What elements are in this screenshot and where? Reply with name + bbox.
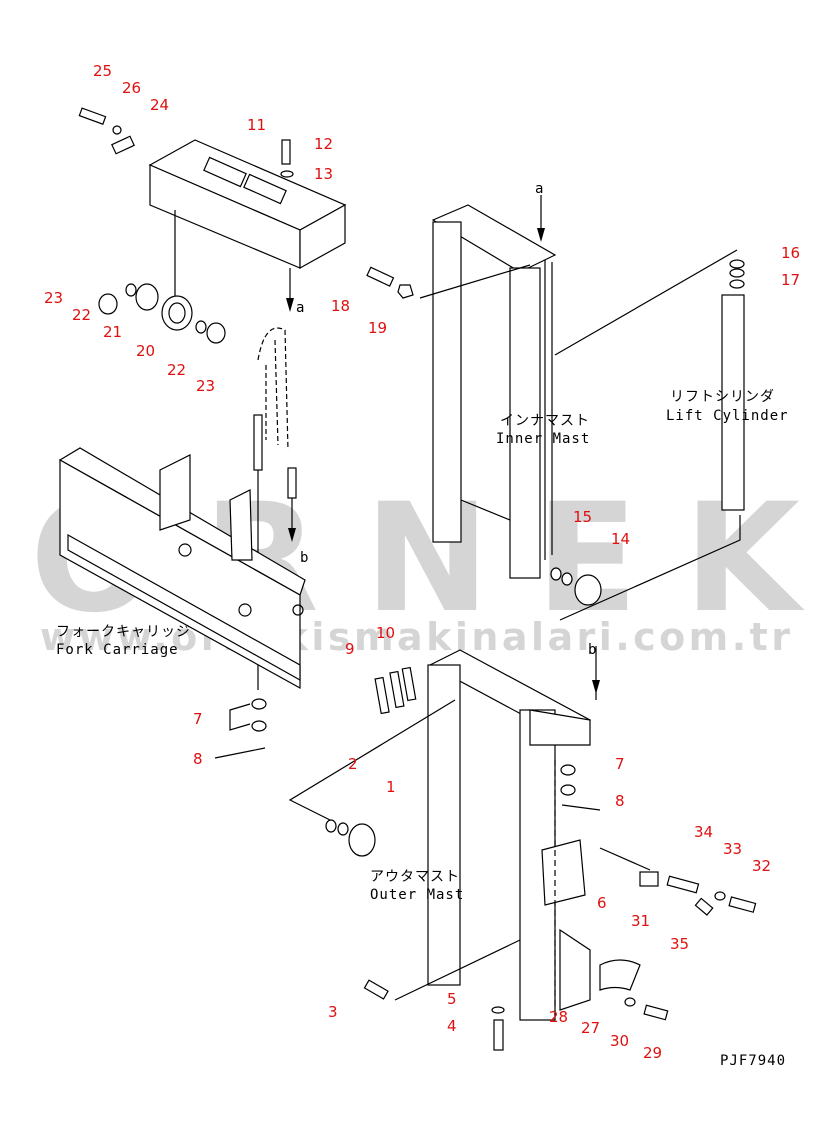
ref-b-mast: b xyxy=(588,642,597,658)
part-number-24: 24 xyxy=(150,96,169,114)
part-number-7: 7 xyxy=(193,710,203,728)
part-number-26: 26 xyxy=(122,79,141,97)
part-number-6: 6 xyxy=(597,894,607,912)
bolts-washers-top xyxy=(78,107,294,344)
part-number-5: 5 xyxy=(447,990,457,1008)
fork-carriage-label-en: Fork Carriage xyxy=(56,642,179,658)
part-number-27: 27 xyxy=(581,1019,600,1037)
inner-mast-label-en: Inner Mast xyxy=(496,431,590,447)
part-number-20: 20 xyxy=(136,342,155,360)
part-number-7: 7 xyxy=(615,755,625,773)
part-number-4: 4 xyxy=(447,1017,457,1035)
part-number-12: 12 xyxy=(314,135,333,153)
parts-right-lower xyxy=(363,764,757,1051)
part-number-8: 8 xyxy=(193,750,203,768)
lift-cylinder xyxy=(554,249,745,621)
part-number-2: 2 xyxy=(348,755,358,773)
part-number-8: 8 xyxy=(615,792,625,810)
inner-mast xyxy=(419,195,557,579)
part-number-31: 31 xyxy=(631,912,650,930)
part-number-16: 16 xyxy=(781,244,800,262)
part-number-22: 22 xyxy=(72,306,91,324)
inner-mast-label-jp: インナマスト xyxy=(500,413,590,429)
part-number-11: 11 xyxy=(247,116,266,134)
roller-14-15 xyxy=(550,567,602,606)
part-number-14: 14 xyxy=(611,530,630,548)
part-number-35: 35 xyxy=(670,935,689,953)
lift-cylinder-label-en: Lift Cylinder xyxy=(666,408,789,424)
drawing-code: PJF7940 xyxy=(720,1053,786,1069)
part-number-19: 19 xyxy=(368,319,387,337)
part-number-23: 23 xyxy=(196,377,215,395)
ref-a-mast: a xyxy=(535,181,544,197)
part-number-34: 34 xyxy=(694,823,713,841)
shims-9-10 xyxy=(374,666,417,715)
ref-b-chain: b xyxy=(300,550,309,566)
part-number-17: 17 xyxy=(781,271,800,289)
outer-mast-label-en: Outer Mast xyxy=(370,887,464,903)
part-number-30: 30 xyxy=(610,1032,629,1050)
fork-carriage-label-jp: フォークキャリッジ xyxy=(56,624,191,640)
outer-mast xyxy=(427,646,600,1021)
part-number-1: 1 xyxy=(386,778,396,796)
part-number-9: 9 xyxy=(345,640,355,658)
part-number-21: 21 xyxy=(103,323,122,341)
nut-pin-left xyxy=(214,698,267,759)
part-number-3: 3 xyxy=(328,1003,338,1021)
part-number-15: 15 xyxy=(573,508,592,526)
fork-carriage xyxy=(58,447,306,690)
lift-cylinder-label-jp: リフトシリンダ xyxy=(670,389,775,405)
bolt-nut-18-19 xyxy=(366,266,414,299)
part-number-18: 18 xyxy=(331,297,350,315)
part-number-labels: 2526241112132322212022231819161715141097… xyxy=(44,62,800,1062)
outer-mast-label-jp: アウタマスト xyxy=(370,869,460,885)
part-number-29: 29 xyxy=(643,1044,662,1062)
roller-1-2 xyxy=(288,699,456,857)
upper-beam xyxy=(148,139,347,312)
watermark-url: www.ornekismakinalari.com.tr xyxy=(40,615,790,659)
part-number-13: 13 xyxy=(314,165,333,183)
part-number-10: 10 xyxy=(376,624,395,642)
part-number-23: 23 xyxy=(44,289,63,307)
part-number-28: 28 xyxy=(549,1008,568,1026)
part-number-22: 22 xyxy=(167,361,186,379)
part-number-32: 32 xyxy=(752,857,771,875)
part-number-33: 33 xyxy=(723,840,742,858)
part-number-25: 25 xyxy=(93,62,112,80)
ref-a-beam: a xyxy=(296,300,305,316)
